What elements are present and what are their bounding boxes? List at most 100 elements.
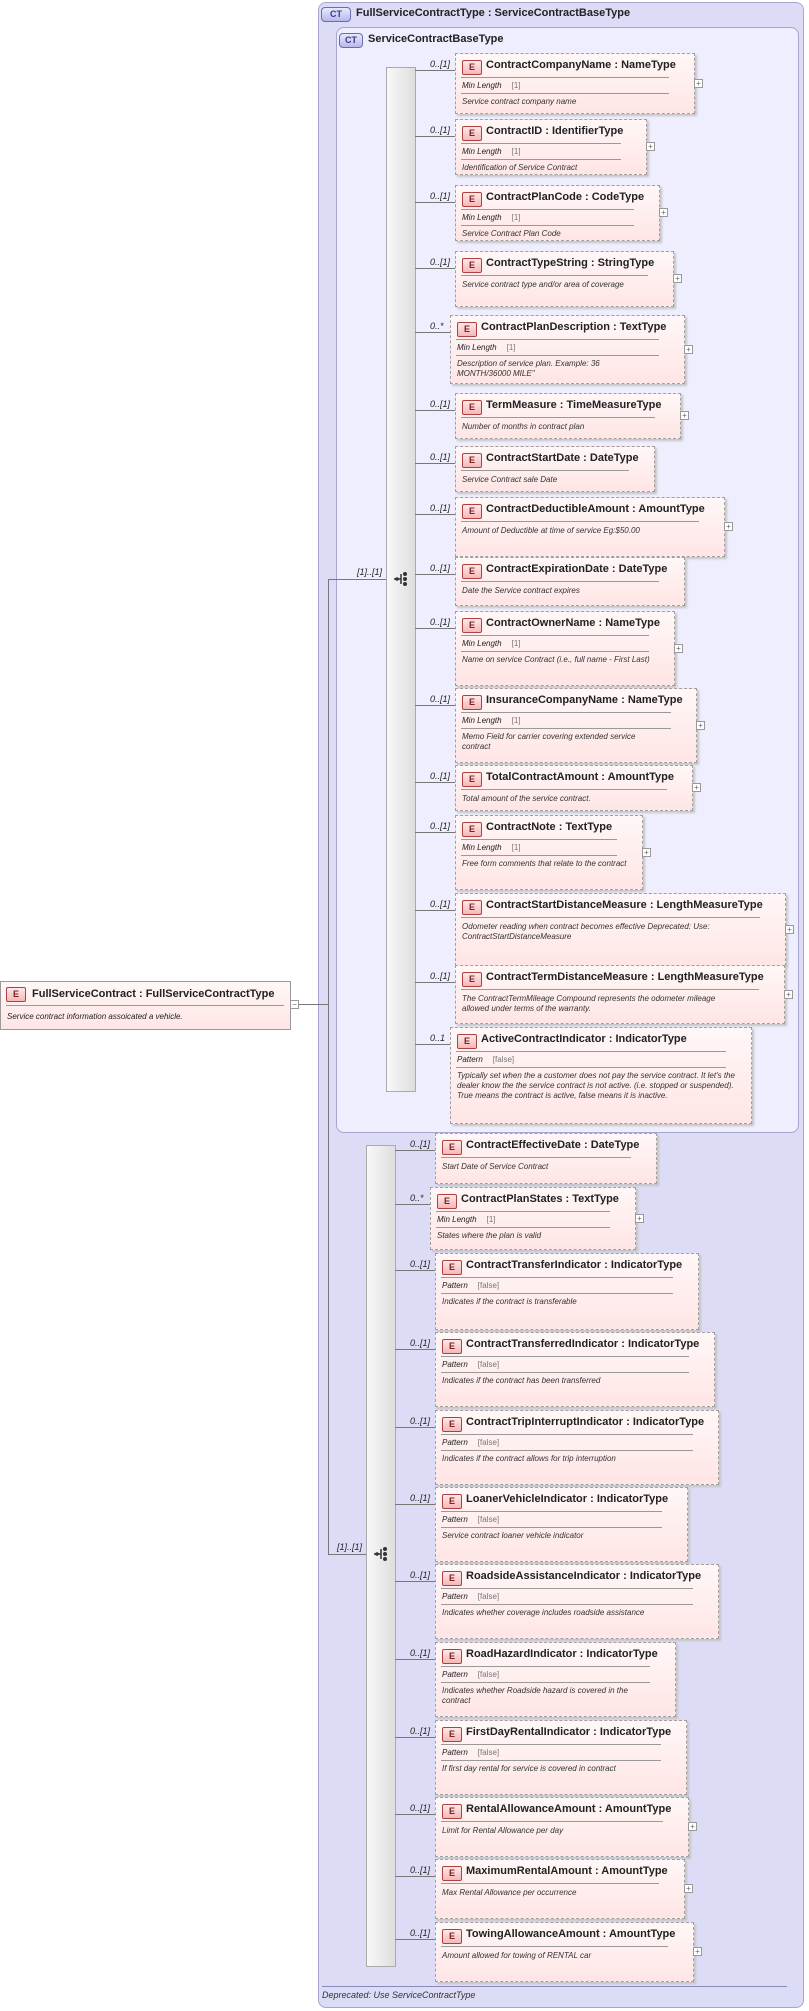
- divider: [441, 1157, 631, 1158]
- expand-icon[interactable]: +: [693, 1947, 702, 1956]
- deprecated-note: Deprecated: Use ServiceContractType: [322, 1990, 476, 2000]
- root-element-card[interactable]: E FullServiceContract : FullServiceContr…: [0, 981, 291, 1030]
- element-icon: E: [462, 258, 482, 273]
- root-connector: [297, 1004, 328, 1005]
- divider: [461, 855, 617, 856]
- element-icon: E: [442, 1494, 462, 1509]
- element-doc: Service Contract Plan Code: [462, 229, 561, 238]
- divider: [461, 159, 621, 160]
- element-connector: [415, 910, 455, 911]
- divider: [6, 1005, 284, 1006]
- element-doc: Service contract type and/or area of cov…: [462, 280, 624, 289]
- expand-icon[interactable]: +: [635, 1213, 644, 1223]
- element-icon: E: [462, 504, 482, 519]
- expand-icon[interactable]: +: [724, 522, 733, 531]
- element-doc: The ContractTermMileage Compound represe…: [462, 994, 716, 1013]
- divider: [461, 728, 671, 729]
- expand-icon[interactable]: +: [684, 1884, 693, 1893]
- element-connector: [395, 1581, 435, 1582]
- expand-icon[interactable]: +: [680, 411, 689, 420]
- element-multiplicity: 0..[1]: [430, 399, 451, 409]
- element-multiplicity: 0..[1]: [430, 617, 451, 627]
- element-icon: E: [442, 1649, 462, 1664]
- expand-icon[interactable]: +: [785, 924, 794, 934]
- expand-icon[interactable]: +: [674, 643, 683, 653]
- element-multiplicity: 0..[1]: [430, 257, 451, 267]
- element-doc: Memo Field for carrier covering extended…: [462, 732, 636, 751]
- element-doc: Identification of Service Contract: [462, 163, 578, 172]
- facet-value: [1]: [486, 1215, 496, 1224]
- expand-icon[interactable]: +: [688, 1822, 697, 1831]
- divider: [441, 1293, 673, 1294]
- element-title: ContractTypeString : StringType: [486, 257, 655, 269]
- expand-icon[interactable]: +: [692, 783, 701, 792]
- element-title: ContractOwnerName : NameType: [486, 617, 661, 629]
- facet-row: Min Length[1]: [462, 639, 521, 648]
- element-title: RoadHazardIndicator : IndicatorType: [466, 1648, 658, 1660]
- complex-type-icon: CT: [321, 7, 351, 22]
- element-multiplicity: 0..[1]: [430, 452, 451, 462]
- divider: [461, 470, 629, 471]
- expand-icon[interactable]: +: [696, 720, 705, 730]
- divider: [461, 581, 659, 582]
- facet-value: [false]: [477, 1592, 500, 1601]
- facet-label: Pattern: [442, 1592, 468, 1601]
- divider: [322, 1986, 787, 1987]
- element-doc: Indicates if the contract has been trans…: [442, 1376, 601, 1385]
- divider: [441, 1434, 693, 1435]
- expand-icon[interactable]: +: [642, 847, 651, 857]
- expand-icon[interactable]: +: [659, 208, 668, 217]
- divider: [461, 93, 669, 94]
- element-title: LoanerVehicleIndicator : IndicatorType: [466, 1493, 669, 1505]
- element-title: TowingAllowanceAmount : AmountType: [466, 1928, 676, 1940]
- divider: [441, 1946, 668, 1947]
- facet-row: Min Length[1]: [462, 843, 521, 852]
- expand-icon[interactable]: +: [646, 142, 655, 151]
- element-doc: Max Rental Allowance per occurrence: [442, 1888, 577, 1897]
- facet-label: Min Length: [457, 343, 497, 352]
- element-multiplicity: 0..[1]: [410, 1865, 431, 1875]
- facet-value: [false]: [477, 1360, 500, 1369]
- element-icon: E: [462, 60, 482, 75]
- expand-icon[interactable]: +: [684, 344, 693, 354]
- facet-value: [1]: [511, 81, 521, 90]
- root-element-title: FullServiceContract : FullServiceContrac…: [32, 988, 275, 1000]
- element-connector: [415, 628, 455, 629]
- expand-icon[interactable]: +: [784, 989, 793, 999]
- element-icon: E: [442, 1417, 462, 1432]
- expand-icon[interactable]: +: [694, 78, 703, 88]
- divider: [441, 1604, 693, 1605]
- expand-icon[interactable]: +: [673, 274, 682, 283]
- facet-value: [false]: [477, 1438, 500, 1447]
- element-icon: E: [462, 618, 482, 633]
- expand-icon[interactable]: −: [290, 1000, 299, 1009]
